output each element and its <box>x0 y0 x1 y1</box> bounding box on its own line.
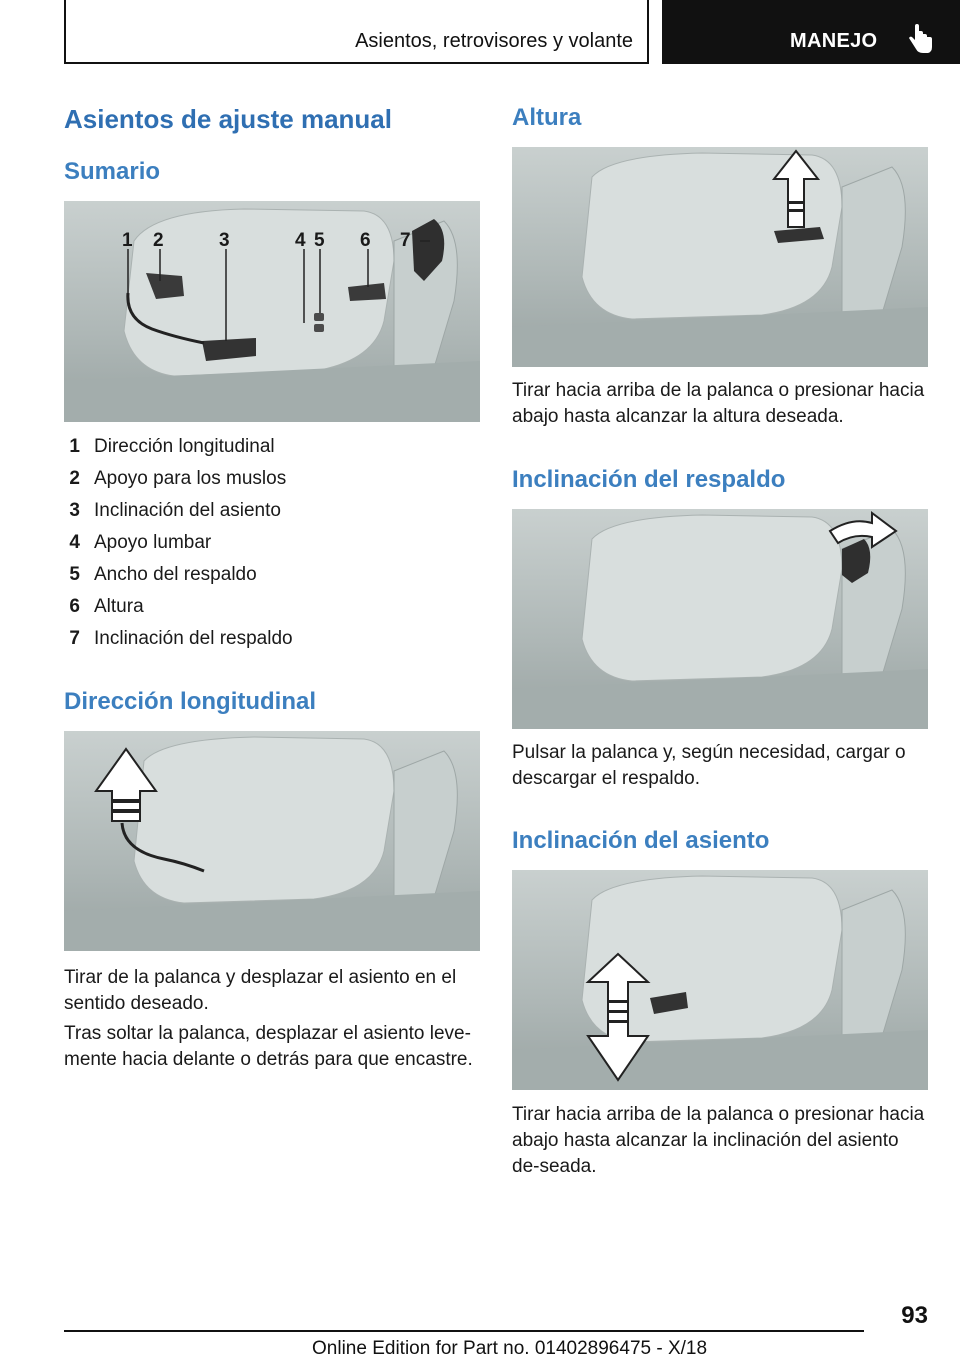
seat-tilt-title: Inclinación del asiento <box>512 827 770 854</box>
footer-edition: Online Edition for Part no. 01402896475 … <box>312 1338 708 1359</box>
figure-label-5: 5 <box>314 230 325 251</box>
header-section-title: Asientos, retrovisores y volante <box>355 30 633 52</box>
figure-label-7: 7 <box>400 230 411 251</box>
longitudinal-text-1: Tirar de la palanca y desplazar el asien… <box>64 967 457 1014</box>
figure-label-2: 2 <box>153 230 164 251</box>
height-figure <box>512 147 928 367</box>
legend-label: Apoyo para los muslos <box>94 468 287 489</box>
header-chapter-tab: MANEJO <box>662 0 960 64</box>
legend-label: Ancho del respaldo <box>94 564 257 585</box>
legend-item: 6 Altura <box>64 596 484 628</box>
legend-item: 4 Apoyo lumbar <box>64 532 484 564</box>
legend-number: 2 <box>69 468 80 489</box>
legend-label: Dirección longitudinal <box>94 436 275 457</box>
page-title: Asientos de ajuste manual <box>64 104 392 134</box>
page-number: 93 <box>901 1302 928 1329</box>
overview-legend: 1 Dirección longitudinal 2 Apoyo para lo… <box>64 436 484 660</box>
figure-label-1: 1 <box>122 230 133 251</box>
backrest-text: Pulsar la palanca y, según necesidad, ca… <box>512 742 906 789</box>
legend-label: Altura <box>94 596 144 617</box>
backrest-title: Inclinación del respaldo <box>512 466 786 493</box>
longitudinal-title: Dirección longitudinal <box>64 688 317 715</box>
figure-label-3: 3 <box>219 230 230 251</box>
legend-number: 7 <box>69 628 80 649</box>
seat-tilt-figure <box>512 870 928 1090</box>
overview-title: Sumario <box>64 158 161 185</box>
longitudinal-figure <box>64 731 480 951</box>
legend-number: 5 <box>69 564 80 585</box>
overview-figure: 1 2 3 4 5 6 7 <box>64 201 480 422</box>
header-chapter-title: MANEJO <box>790 30 878 52</box>
legend-number: 3 <box>69 500 80 521</box>
legend-item: 1 Dirección longitudinal <box>64 436 484 468</box>
hand-pointer-icon <box>909 24 932 53</box>
height-title: Altura <box>512 104 582 131</box>
legend-number: 1 <box>69 436 80 457</box>
figure-label-6: 6 <box>360 230 371 251</box>
longitudinal-text-2: Tras soltar la palanca, desplazar el asi… <box>64 1023 473 1070</box>
legend-label: Apoyo lumbar <box>94 532 212 553</box>
seat-tilt-text: Tirar hacia arriba de la palanca o presi… <box>512 1104 925 1177</box>
figure-label-4: 4 <box>295 230 306 251</box>
backrest-figure <box>512 509 928 729</box>
legend-item: 3 Inclinación del asiento <box>64 500 484 532</box>
legend-label: Inclinación del asiento <box>94 500 281 521</box>
height-text: Tirar hacia arriba de la palanca o presi… <box>512 380 925 427</box>
legend-item: 5 Ancho del respaldo <box>64 564 484 596</box>
legend-item: 2 Apoyo para los muslos <box>64 468 484 500</box>
legend-number: 6 <box>69 596 80 617</box>
legend-label: Inclinación del respaldo <box>94 628 293 649</box>
legend-number: 4 <box>69 532 80 553</box>
footer-divider <box>64 1330 864 1332</box>
header-section-tab: Asientos, retrovisores y volante <box>64 0 649 64</box>
legend-item: 7 Inclinación del respaldo <box>64 628 484 660</box>
